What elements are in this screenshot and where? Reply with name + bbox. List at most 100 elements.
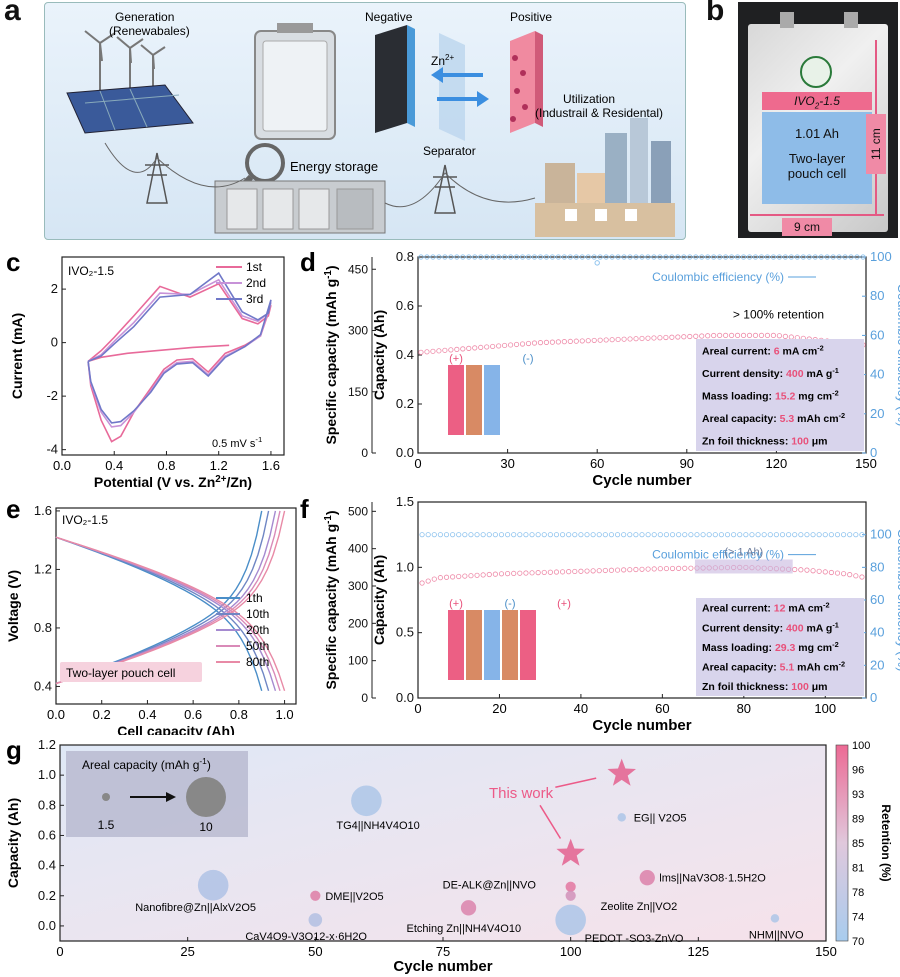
capacity-point [456, 573, 462, 580]
electrode-layer [484, 610, 500, 680]
capacity-point [752, 332, 759, 339]
width-arrow [750, 214, 884, 216]
info-box [696, 339, 864, 451]
city-buildings-icon [535, 118, 675, 237]
ce-point [603, 254, 609, 260]
info-line: Zn foil thickness: 100 μm [702, 681, 827, 693]
capacity-point [462, 573, 468, 579]
capacity-point [596, 568, 602, 574]
y-tick-label: 100 [870, 527, 892, 542]
y-tick-label: 0.4 [396, 347, 414, 362]
capacity-point [602, 567, 608, 574]
ce-point [519, 254, 526, 260]
charge-curve-20th [55, 510, 277, 685]
ce-point [502, 254, 508, 260]
ce-point [614, 532, 621, 538]
capacity-point [547, 569, 553, 575]
ce-point [731, 532, 737, 538]
capacity-point [822, 569, 828, 575]
info-line: Areal current: 6 mA cm-2 [702, 344, 824, 358]
y-tick-label: -4 [46, 442, 58, 457]
ce-point [553, 532, 560, 538]
colorbar-tick-label: 78 [852, 887, 864, 899]
capacity-point [840, 571, 847, 577]
ce-point [443, 532, 450, 538]
university-logo [800, 56, 832, 88]
ce-point [830, 254, 836, 260]
right-y-axis-title: Coulombic efficiency (%) [895, 529, 900, 672]
colorbar-tick-label: 100 [852, 740, 870, 752]
ce-point [752, 254, 759, 260]
ce-point [468, 532, 474, 538]
y-tick-label: 0.5 [396, 625, 414, 640]
ce-point [755, 532, 761, 538]
x-tick-label: 0 [56, 944, 63, 959]
y-tick-label: 60 [870, 327, 884, 342]
this-work-label: This work [489, 785, 554, 802]
capacity-point [450, 574, 456, 580]
ce-point [505, 532, 511, 538]
capacity-point [523, 570, 529, 576]
capacity-point [682, 565, 688, 571]
y-tick-label: 0.6 [38, 827, 56, 842]
ce-point [523, 532, 529, 538]
capacity-point [507, 342, 514, 348]
ce-point [450, 532, 456, 538]
wind-turbine-icon [84, 30, 166, 93]
stack-polarity-label: (-) [523, 353, 534, 365]
ce-point [694, 532, 700, 538]
ce-point [474, 532, 480, 538]
x-tick-label: 0.4 [105, 458, 123, 473]
ce-point [836, 254, 842, 260]
capacity-block: 1.01 Ah Two-layer pouch cell [762, 112, 872, 204]
capacity-point [675, 334, 681, 340]
y-tick-label: 0 [361, 446, 368, 460]
x-axis-title: Potential (V vs. Zn2+​/Zn) [94, 474, 252, 490]
capacity-point [645, 335, 651, 341]
stack-polarity-label: (-) [505, 598, 516, 610]
y-tick-label: 0.2 [38, 888, 56, 903]
panel-letter-e: e [6, 494, 20, 524]
capacity-point [676, 565, 682, 571]
y-tick-label: 1.0 [396, 559, 414, 574]
y-tick-label: 450 [348, 262, 368, 276]
literature-point-label: lms||NaV3O8·1.5H2O [659, 873, 766, 885]
capacity-point [573, 338, 579, 344]
capacity-point [579, 338, 585, 344]
ce-point [676, 532, 682, 538]
ce-point [498, 532, 505, 538]
ce-point [699, 254, 705, 260]
capacity-point [627, 336, 633, 342]
y-axis-title: Current (mA) [9, 313, 25, 399]
capacity-point [633, 336, 639, 342]
ce-point [749, 532, 755, 538]
capacity-point [567, 338, 573, 345]
plot-frame-e [55, 507, 297, 705]
retention-highlight [694, 559, 793, 574]
separator-label: Separator [423, 144, 476, 158]
ce-point [854, 254, 860, 260]
ce-point [847, 532, 853, 538]
capacity-point [553, 569, 560, 575]
info-line: Zn foil thickness: 100 μm [702, 435, 827, 447]
y-tick-label: 0.4 [38, 858, 56, 873]
ce-label: Coulombic efficiency (%) [652, 548, 784, 562]
x-tick-label: 150 [815, 944, 837, 959]
capacity-point [566, 569, 572, 575]
cell-type-line2: pouch cell [787, 166, 847, 181]
capacity-point [693, 333, 699, 339]
info-line: Areal capacity: 5.3 mAh cm-2 [702, 411, 845, 425]
ce-point [609, 254, 615, 260]
capacity-point [525, 340, 532, 347]
negative-label: Negative [365, 10, 413, 24]
ce-point [645, 254, 651, 260]
capacity-point [537, 340, 544, 346]
capacity-point [717, 332, 723, 339]
capacity-point [728, 332, 735, 339]
capacity-point [541, 569, 547, 576]
capacity-point [437, 575, 443, 581]
material-band: IVO2-1.5 [762, 92, 872, 110]
x-tick-label: 0.8 [157, 458, 175, 473]
capacity-point [517, 570, 523, 576]
x-axis-title: Cycle number [393, 958, 492, 975]
